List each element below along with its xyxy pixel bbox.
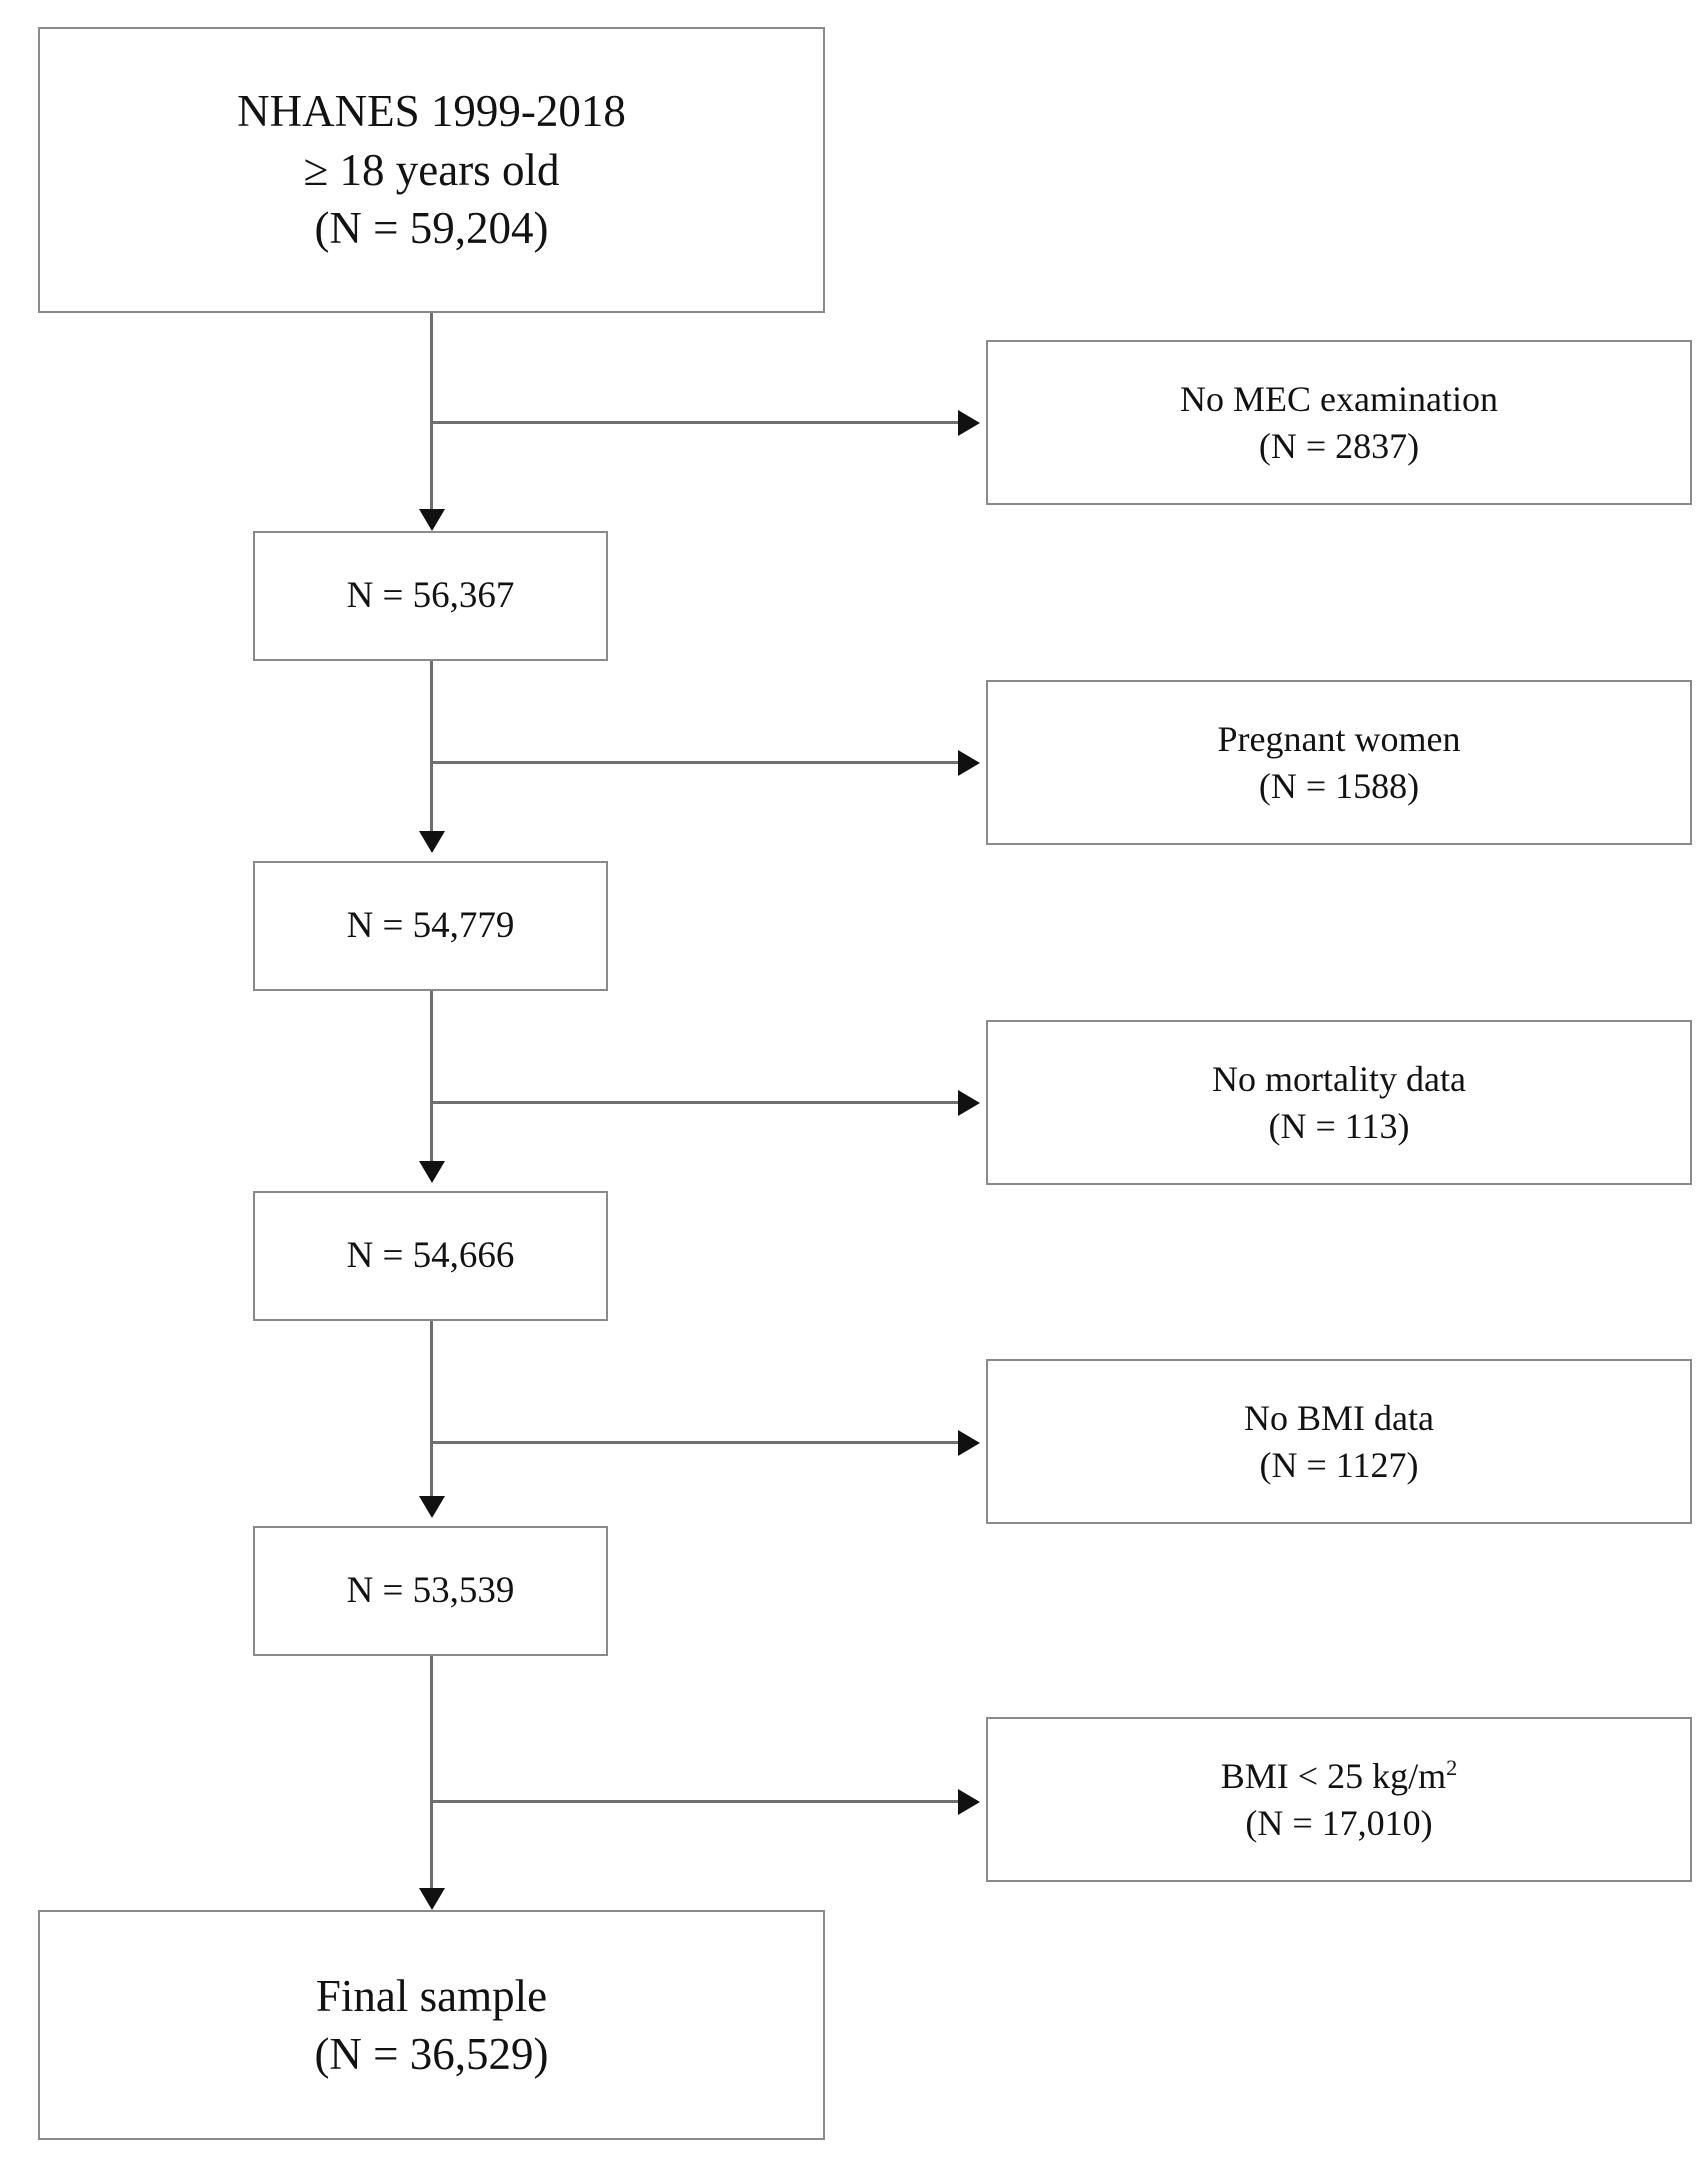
exclusion-count: (N = 1127) xyxy=(1259,1444,1419,1485)
exclusion-count: (N = 2837) xyxy=(1258,425,1420,466)
arrowhead-into-after-bmi-missing xyxy=(419,1496,445,1518)
connector-branch-no-bmi-data xyxy=(430,1441,958,1444)
exclusion-reason: BMI < 25 kg/m2 xyxy=(1221,1753,1457,1800)
exclusion-reason: No MEC examination xyxy=(1180,378,1498,419)
arrowhead-into-no-mortality-data xyxy=(958,1090,980,1116)
connector-after-bmi-missing-to-final xyxy=(430,1656,433,1888)
exclusion-count: (N = 17,010) xyxy=(1245,1802,1433,1843)
final-sample-label: Final sample xyxy=(315,1970,548,2021)
exclusion-reason: No BMI data xyxy=(1244,1397,1434,1438)
arrowhead-into-after-pregnant xyxy=(419,831,445,853)
connector-branch-no-mortality-data xyxy=(430,1101,958,1104)
after-bmi-missing-count: N = 53,539 xyxy=(346,1569,515,1611)
arrowhead-into-no-bmi-data xyxy=(958,1430,980,1456)
node-source-cohort: NHANES 1999-2018 ≥ 18 years old (N = 59,… xyxy=(38,27,825,313)
arrowhead-into-bmi-under-25 xyxy=(958,1789,980,1815)
node-after-pregnant: N = 54,779 xyxy=(253,861,608,991)
connector-branch-no-mec xyxy=(430,421,958,424)
node-exclusion-no-mortality-data: No mortality data (N = 113) xyxy=(986,1020,1692,1185)
arrowhead-into-after-mortality xyxy=(419,1161,445,1183)
connector-source-to-after-mec xyxy=(430,313,433,509)
node-exclusion-pregnant-women: Pregnant women (N = 1588) xyxy=(986,680,1692,845)
arrowhead-into-after-mec xyxy=(419,509,445,531)
final-sample-count: (N = 36,529) xyxy=(314,2029,549,2079)
after-mec-count: N = 56,367 xyxy=(346,574,515,616)
source-cohort-line2: ≥ 18 years old xyxy=(303,144,560,195)
arrowhead-into-pregnant-women xyxy=(958,750,980,776)
node-after-bmi-missing: N = 53,539 xyxy=(253,1526,608,1656)
arrowhead-into-no-mec xyxy=(958,410,980,436)
exclusion-reason: Pregnant women xyxy=(1217,718,1461,759)
node-final-sample: Final sample (N = 36,529) xyxy=(38,1910,825,2140)
node-exclusion-no-bmi-data: No BMI data (N = 1127) xyxy=(986,1359,1692,1524)
source-cohort-line3: (N = 59,204) xyxy=(314,203,549,254)
node-exclusion-no-mec-examination: No MEC examination (N = 2837) xyxy=(986,340,1692,505)
arrowhead-into-final-sample xyxy=(419,1888,445,1910)
connector-branch-bmi-under-25 xyxy=(430,1800,958,1803)
connector-branch-pregnant-women xyxy=(430,761,958,764)
connector-after-mortality-to-after-bmi-missing xyxy=(430,1321,433,1496)
exclusion-count: (N = 1588) xyxy=(1258,765,1420,806)
source-cohort-line1: NHANES 1999-2018 xyxy=(237,86,626,137)
after-pregnant-count: N = 54,779 xyxy=(346,904,515,946)
node-after-mec: N = 56,367 xyxy=(253,531,608,661)
node-after-mortality: N = 54,666 xyxy=(253,1191,608,1321)
connector-after-pregnant-to-after-mortality xyxy=(430,991,433,1161)
node-exclusion-bmi-under-25: BMI < 25 kg/m2 (N = 17,010) xyxy=(986,1717,1692,1882)
after-mortality-count: N = 54,666 xyxy=(346,1234,515,1276)
exclusion-count: (N = 113) xyxy=(1268,1105,1410,1146)
exclusion-reason-text: BMI < 25 kg/m xyxy=(1220,1755,1447,1796)
exclusion-reason-exponent: 2 xyxy=(1446,1754,1458,1780)
exclusion-reason: No mortality data xyxy=(1212,1058,1466,1099)
connector-after-mec-to-after-pregnant xyxy=(430,661,433,831)
